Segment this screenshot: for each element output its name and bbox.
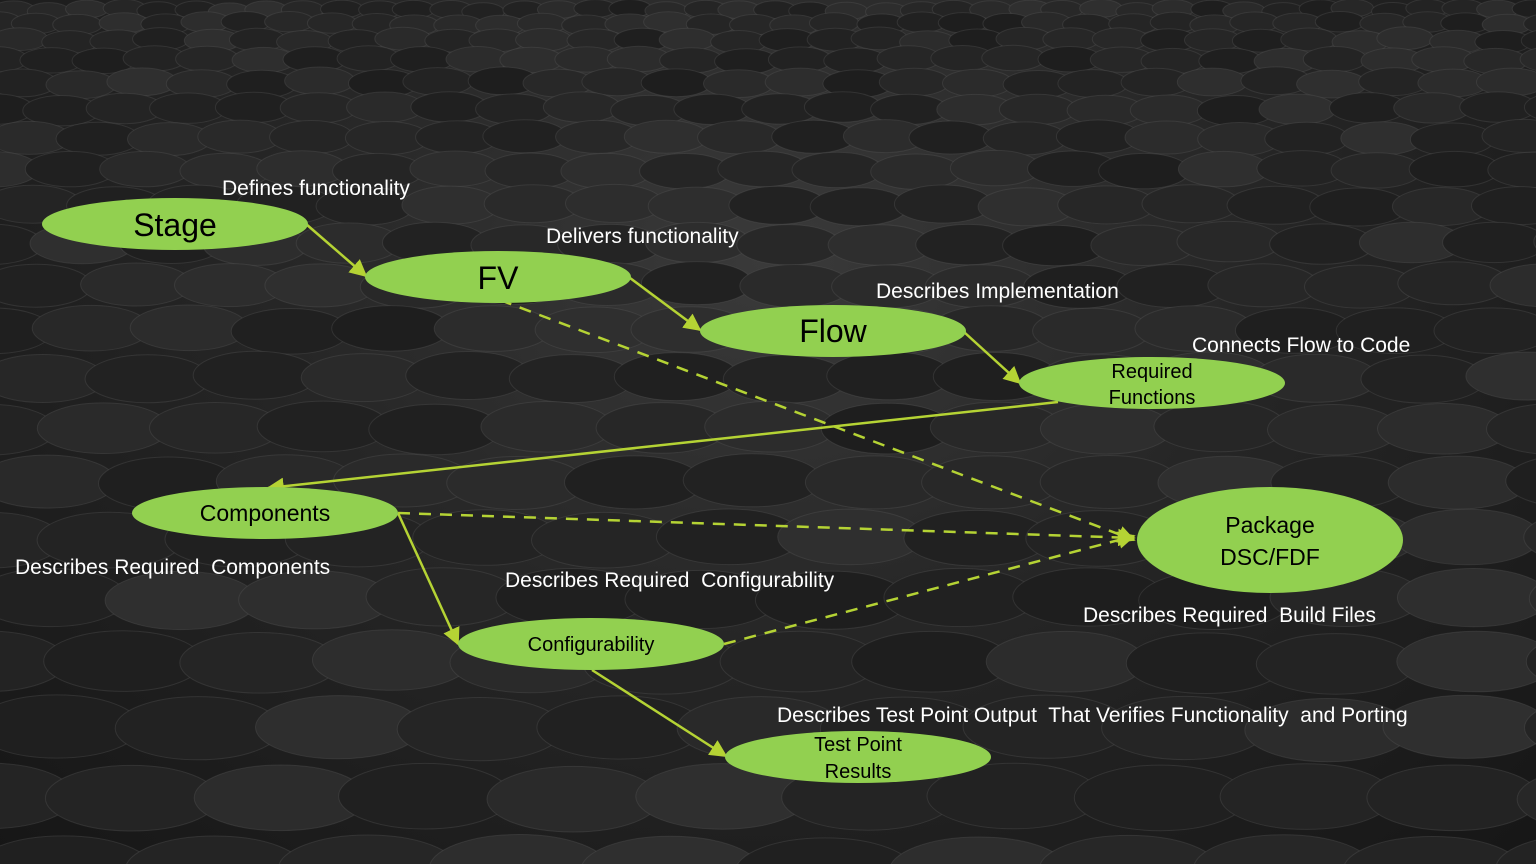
edge-required-functions-components — [266, 400, 1059, 495]
caption-components: Describes Required Components — [15, 556, 330, 579]
caption-package: Describes Required Build Files — [1083, 604, 1376, 627]
background-disc — [1471, 186, 1536, 226]
edge-configurability-package-dashed — [723, 531, 1136, 646]
background-disc — [1523, 95, 1536, 119]
background-disc — [1344, 836, 1522, 864]
background-disc — [1496, 839, 1536, 864]
edge-components-configurability — [396, 512, 460, 646]
node-fv[interactable]: FV — [365, 251, 631, 303]
node-configurability-label: Configurability — [528, 634, 655, 656]
caption-flow: Describes Implementation — [876, 280, 1119, 303]
node-package-line2: DSC/FDF — [1220, 544, 1320, 570]
node-fv-label: FV — [478, 260, 520, 296]
caption-fv: Delivers functionality — [546, 225, 739, 248]
background-disc — [1459, 91, 1536, 123]
background-disc — [1533, 235, 1536, 249]
edges — [266, 223, 1136, 758]
caption-test-point-results: Describes Test Point Output That Verifie… — [777, 704, 1408, 727]
edge-flow-required-functions — [963, 331, 1022, 385]
edge-fv-flow — [629, 276, 702, 332]
background-disc — [1433, 307, 1536, 354]
background-disc — [1481, 118, 1536, 153]
background-disc — [1465, 351, 1536, 401]
node-flow[interactable]: Flow — [700, 305, 966, 357]
node-package[interactable]: Package DSC/FDF — [1137, 487, 1403, 593]
node-components[interactable]: Components — [132, 487, 398, 539]
background-disc — [1523, 14, 1536, 34]
background-disc — [737, 837, 913, 864]
background-disc — [1396, 568, 1536, 628]
background-disc — [1524, 711, 1536, 745]
node-stage[interactable]: Stage — [42, 198, 308, 250]
caption-configurability: Describes Required Configurability — [505, 569, 835, 592]
background-disc — [1505, 458, 1536, 504]
edge-components-package-dashed — [397, 511, 1136, 547]
node-flow-label: Flow — [799, 313, 867, 349]
background-disc — [1528, 586, 1536, 612]
background-disc — [1516, 778, 1536, 821]
background-disc — [1486, 403, 1536, 455]
node-test-point-results[interactable]: Test Point Results — [725, 731, 991, 783]
background-disc — [1396, 630, 1536, 693]
background-disc — [1442, 221, 1536, 264]
edge-stage-fv — [305, 223, 368, 278]
background-disc — [1520, 30, 1536, 52]
background-disc — [0, 835, 153, 864]
background-disc — [1519, 47, 1536, 71]
background-disc — [1382, 694, 1536, 759]
background-disc — [581, 835, 760, 864]
background-disc — [1039, 834, 1218, 864]
background-disc — [890, 836, 1068, 864]
background-disc — [1366, 764, 1536, 832]
caption-required-functions: Connects Flow to Code — [1192, 334, 1410, 357]
node-stage-label: Stage — [133, 207, 217, 243]
background-disc — [1489, 263, 1536, 307]
node-test-point-results-line1: Test Point — [814, 734, 902, 756]
background-disc — [1525, 646, 1536, 677]
background-disc — [278, 834, 458, 864]
node-required-functions[interactable]: Required Functions — [1019, 357, 1285, 409]
node-package-line1: Package — [1225, 512, 1315, 538]
node-required-functions-line1: Required — [1111, 361, 1192, 383]
edge-fv-package-dashed — [499, 298, 1136, 543]
node-test-point-results-line2: Results — [825, 761, 892, 783]
node-required-functions-line2: Functions — [1109, 387, 1196, 409]
node-configurability[interactable]: Configurability — [458, 618, 724, 670]
background-disc — [126, 835, 304, 864]
background-disc — [1523, 521, 1536, 554]
node-components-label: Components — [200, 500, 330, 526]
edge-configurability-test-point — [591, 668, 728, 758]
background-disc — [429, 834, 609, 864]
caption-stage: Defines functionality — [222, 177, 410, 200]
background-disc — [1193, 834, 1373, 864]
